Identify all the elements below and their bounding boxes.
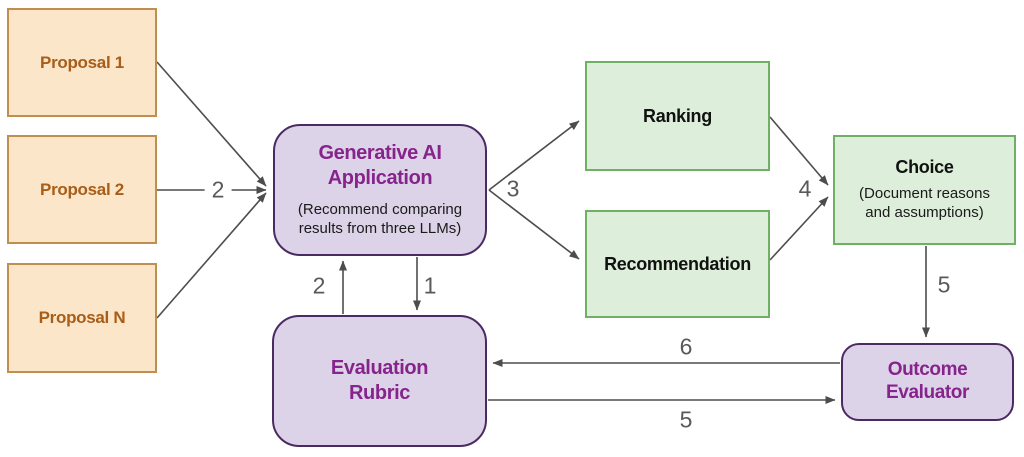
edge-genai-to-ranking [488,120,580,191]
node-evaluation-rubric-title: Evaluation Rubric [330,357,429,404]
node-outcome-evaluator-title: Outcome Evaluator [886,359,969,403]
node-ranking: Ranking [585,61,770,171]
node-proposal-1-label: Proposal 1 [40,52,124,72]
node-proposal-1: Proposal 1 [7,8,157,117]
node-evaluation-rubric: Evaluation Rubric [272,315,487,447]
edge-genai-to-recommendation [488,189,580,260]
edge-label-outputs-to-choice: 4 [798,175,812,202]
edge-proposal1-to-genai [156,61,267,187]
edge-label-choice-to-evaluator: 5 [937,271,951,298]
node-proposal-2: Proposal 2 [7,135,157,244]
edge-label-genai-to-rubric: 1 [423,272,437,299]
node-choice-subtitle: (Document reasons and assumptions) [859,185,990,221]
node-recommendation-label: Recommendation [604,253,751,274]
edge-label-rubric-to-genai: 2 [312,272,326,299]
edge-label-rubric-to-evaluator: 5 [679,406,693,433]
node-proposal-n: Proposal N [7,263,157,373]
node-proposal-n-label: Proposal N [38,308,126,327]
edge-label-genai-to-outputs: 3 [506,175,520,202]
node-choice-title: Choice [895,157,954,178]
node-generative-ai-subtitle: (Recommend comparing results from three … [297,201,463,237]
edge-label-evaluator-to-rubric: 6 [679,333,693,360]
node-outcome-evaluator: Outcome Evaluator [841,343,1014,421]
node-generative-ai-application: Generative AI Application (Recommend com… [273,124,487,256]
node-recommendation: Recommendation [585,210,770,318]
node-ranking-label: Ranking [643,105,712,126]
edge-ranking-to-choice [769,116,829,186]
node-generative-ai-title: Generative AI Application [318,142,442,190]
edge-recommendation-to-choice [769,196,829,261]
node-choice: Choice (Document reasons and assumptions… [833,135,1016,245]
node-proposal-2-label: Proposal 2 [40,179,124,199]
edge-label-proposals-to-genai: 2 [204,176,232,204]
edge-proposalN-to-genai [156,192,267,319]
